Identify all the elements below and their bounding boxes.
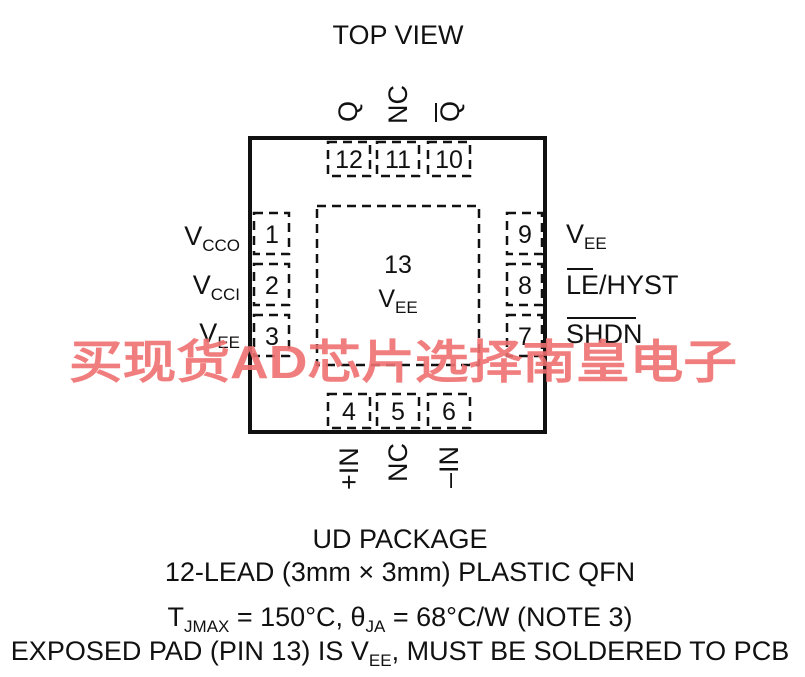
pin-5-number: 5 [391,398,405,426]
package-name: UD PACKAGE [312,524,487,554]
pin-7-name: SHDN [566,319,643,349]
exposed-pad [315,204,481,367]
diagram-title: TOP VIEW [332,20,464,50]
pin-6-number: 6 [442,398,456,426]
exposed-pad-number: 13 [384,251,412,279]
pin-12-pad [326,140,372,178]
pin-8-number: 8 [518,272,532,300]
pin-5-pad [375,392,421,430]
pin-1-number: 1 [265,221,279,249]
pin-12-name: Q [333,101,363,122]
pin-3-number: 3 [265,323,279,351]
pin-4-pad [326,392,372,430]
pin-11-number: 11 [385,146,411,174]
pin-2-name: VCCI [193,270,240,304]
pin-5-name: NC [383,443,413,482]
pin-8-name: LE/HYST [566,270,679,300]
pin-11-pad [375,140,421,178]
pin-8-pad [505,262,544,307]
exposed-pad-label: VEE [378,285,417,317]
pin-9-name: VEE [566,219,607,253]
pin-10-number: 10 [435,146,463,174]
package-description: 12-LEAD (3mm × 3mm) PLASTIC QFN [165,557,635,587]
pin-10-name: Q [435,101,465,122]
pin-2-number: 2 [265,272,279,300]
pin-10-pad [426,140,472,178]
pin-4-name: +IN [334,447,364,490]
exposed-pad-note: EXPOSED PAD (PIN 13) IS VEE, MUST BE SOL… [11,636,789,670]
thermal-note: TJMAX = 150°C, θJA = 68°C/W (NOTE 3) [168,602,633,636]
package-outline [248,136,547,434]
pin-3-pad [252,313,291,358]
watermark-text: 买现货AD芯片选择南皇电子 [69,336,737,388]
pin-2-pad [252,262,291,307]
pin-11-name: NC [383,85,413,124]
pin-1-name: VCCO [184,221,240,255]
pin-3-name: VEE [199,318,240,352]
pin-1-pad [252,211,291,256]
pin-9-number: 9 [518,221,532,249]
pin-7-pad [505,313,544,358]
pin-4-number: 4 [342,398,356,426]
pin-6-name: –IN [434,446,464,488]
pin-9-pad [505,211,544,256]
pin-6-pad [426,392,472,430]
pin-12-number: 12 [335,146,363,174]
pin-7-number: 7 [518,323,532,351]
